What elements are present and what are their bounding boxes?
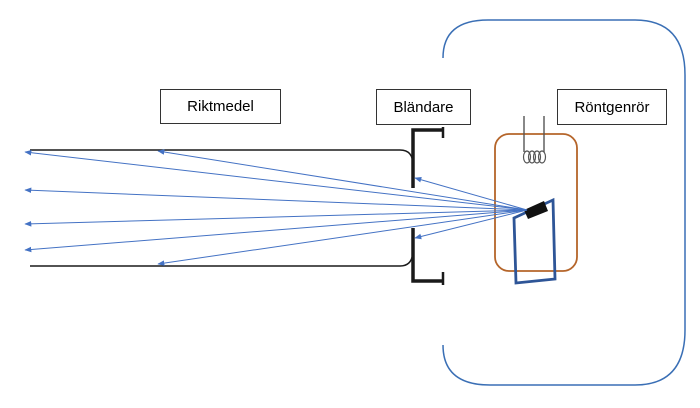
- ray-4: [24, 209, 528, 227]
- ray-2: [157, 149, 528, 211]
- label-riktmedel: Riktmedel: [160, 89, 281, 124]
- tube-housing: [442, 19, 686, 386]
- xray-tube-envelope: [494, 133, 578, 272]
- label-rontgenror: Röntgenrör: [557, 89, 667, 125]
- label-blandare: Bländare: [376, 89, 471, 125]
- collimator: [30, 149, 414, 267]
- xray-beams: [24, 149, 528, 266]
- aperture: [411, 127, 445, 285]
- ray-3: [24, 187, 528, 211]
- ray-5: [24, 209, 528, 253]
- ray-7: [414, 177, 528, 211]
- anode: [512, 197, 557, 285]
- ray-6: [157, 209, 528, 266]
- ray-8: [414, 209, 528, 240]
- cathode-filament: [522, 116, 547, 164]
- ray-1: [24, 149, 528, 211]
